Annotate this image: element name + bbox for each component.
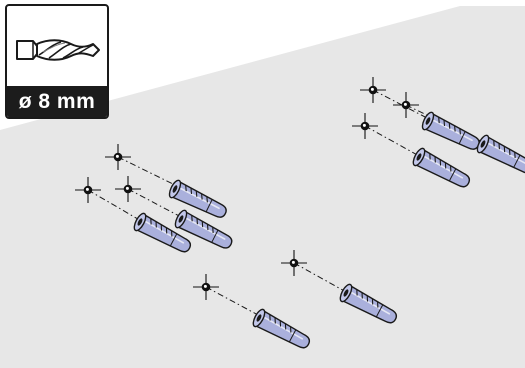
drill-bit-icon — [16, 39, 100, 61]
wall-surface — [0, 6, 525, 368]
drill-diameter-label: ø 8 mm — [7, 86, 107, 117]
drill-size-badge: ø 8 mm — [5, 4, 109, 119]
